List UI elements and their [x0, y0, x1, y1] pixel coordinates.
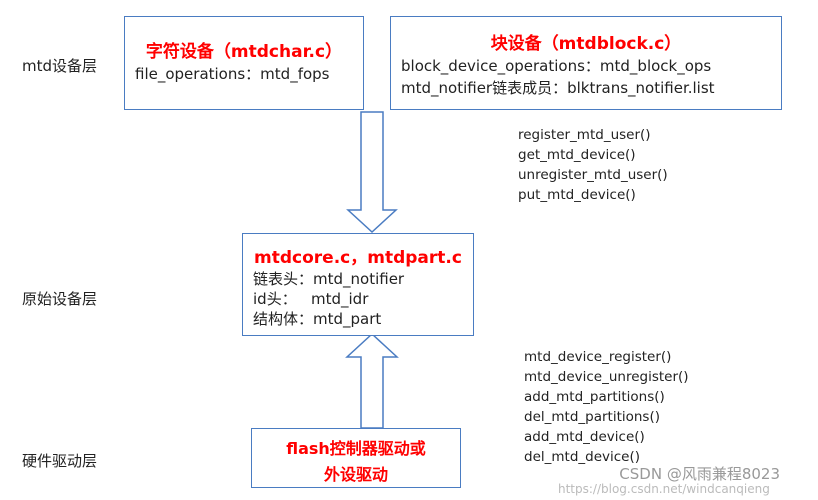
mtdcore-title: mtdcore.c，mtdpart.c [254, 248, 462, 268]
call-item: put_mtd_device() [518, 187, 636, 203]
mtdcore-list-head: 链表头：mtd_notifier [253, 270, 405, 288]
char-device-title: 字符设备（mtdchar.c） [145, 42, 343, 62]
block-device-ops: block_device_operations：mtd_block_ops [401, 57, 712, 75]
mtdcore-id-head: id头： mtd_idr [253, 290, 369, 308]
call-item: register_mtd_user() [518, 127, 651, 143]
flash-driver-box: flash控制器驱动或 外设驱动 [251, 428, 461, 488]
flash-driver-title-1: flash控制器驱动或 [286, 439, 426, 458]
call-item: add_mtd_partitions() [524, 389, 665, 405]
up-arrow [345, 332, 399, 429]
call-item: mtd_device_unregister() [524, 369, 689, 385]
layer-label-hardware: 硬件驱动层 [22, 452, 98, 470]
lower-calls-list: mtd_device_register() mtd_device_unregis… [524, 347, 689, 467]
flash-driver-title-2: 外设驱动 [323, 465, 388, 484]
upper-calls-list: register_mtd_user() get_mtd_device() unr… [518, 125, 668, 205]
url-watermark: https://blog.csdn.net/windcanqieng [558, 482, 770, 496]
call-item: add_mtd_device() [524, 429, 645, 445]
layer-label-raw: 原始设备层 [22, 290, 98, 308]
char-device-box: 字符设备（mtdchar.c） file_operations：mtd_fops [124, 16, 364, 110]
call-item: unregister_mtd_user() [518, 167, 668, 183]
call-item: get_mtd_device() [518, 147, 636, 163]
mtdcore-box: mtdcore.c，mtdpart.c 链表头：mtd_notifier id头… [242, 233, 474, 336]
block-device-box: 块设备（mtdblock.c） block_device_operations：… [390, 16, 782, 110]
block-device-title: 块设备（mtdblock.c） [490, 34, 682, 54]
block-device-notifier: mtd_notifier链表成员：blktrans_notifier.list [401, 79, 715, 97]
mtdcore-struct: 结构体：mtd_part [253, 310, 382, 328]
down-arrow [346, 111, 398, 234]
call-item: del_mtd_partitions() [524, 409, 661, 425]
char-device-fops: file_operations：mtd_fops [135, 65, 330, 83]
call-item: mtd_device_register() [524, 349, 672, 365]
csdn-watermark: CSDN @风雨兼程8023 [619, 465, 780, 483]
call-item: del_mtd_device() [524, 449, 641, 465]
layer-label-mtd: mtd设备层 [22, 57, 98, 75]
